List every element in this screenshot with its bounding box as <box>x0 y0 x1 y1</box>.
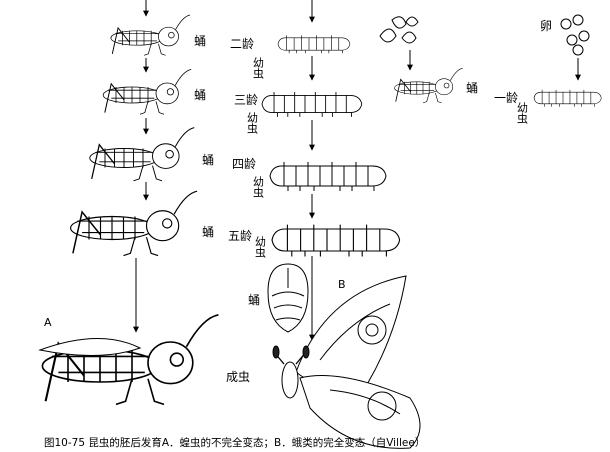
nymph-stage-4-figure <box>69 190 198 257</box>
pupa-figure <box>267 263 309 333</box>
label-larva-5: 幼虫 <box>254 236 267 258</box>
panel-b-label: B <box>338 278 346 291</box>
panel-a-label: A <box>44 316 52 329</box>
egg-pod-4 <box>405 16 419 27</box>
label-instar-2: 二龄 <box>230 37 254 51</box>
label-instar-4: 四龄 <box>232 157 256 171</box>
label-instar-1: 一龄 <box>494 91 518 105</box>
label-instar-3: 三龄 <box>234 93 258 107</box>
label-pupa: 蛹 <box>248 293 260 307</box>
egg-pod-3 <box>401 31 417 44</box>
nymph-stage-2-figure <box>102 68 192 115</box>
larva-instar-3-figure <box>261 91 363 118</box>
label-egg: 卵 <box>540 19 552 33</box>
larva-instar-2-figure <box>277 35 351 54</box>
label-larva-3: 幼虫 <box>246 112 259 134</box>
label-adult: 成虫 <box>226 370 250 384</box>
label-nymph-2: 蛹 <box>194 88 206 102</box>
adult-grasshopper-figure <box>41 313 220 406</box>
label-nymph-3: 蛹 <box>202 153 214 167</box>
moth-column: 二龄 幼虫 三龄 幼虫 四龄 幼虫 五龄 幼虫 蛹 B <box>228 0 401 341</box>
figure-caption: 图10-75 昆虫的胚后发育A．蝗虫的不完全变态；B．蛾类的完全变态（自Vill… <box>44 436 425 449</box>
egg-pod-1 <box>379 28 397 43</box>
label-nymph-4: 蛹 <box>202 225 214 239</box>
label-larva-4: 幼虫 <box>252 176 265 198</box>
larva-instar-5-figure <box>271 224 401 258</box>
larva-instar-4-figure <box>269 161 387 192</box>
label-instar-5: 五龄 <box>228 229 252 243</box>
adult-wing <box>38 337 142 357</box>
larva-instar-1-figure <box>533 89 602 107</box>
moth-eggs-group: 卵 一龄 幼虫 <box>494 14 602 124</box>
label-larva-1: 幼虫 <box>516 102 529 124</box>
grasshopper-eggs-group: 蛹 <box>379 16 478 104</box>
label-nymph-1: 蛹 <box>194 34 206 48</box>
label-nymph-first: 蛹 <box>466 81 478 95</box>
nymph-stage-3-figure <box>89 126 195 182</box>
egg-pod-2 <box>391 16 407 29</box>
adult-moth-figure <box>272 275 421 449</box>
nymph-stage-1-figure <box>110 14 191 56</box>
first-nymph-figure <box>394 67 464 104</box>
label-larva-2: 幼虫 <box>252 57 265 79</box>
grasshopper-column: 蛹 蛹 蛹 蛹 成虫 A <box>38 0 250 406</box>
